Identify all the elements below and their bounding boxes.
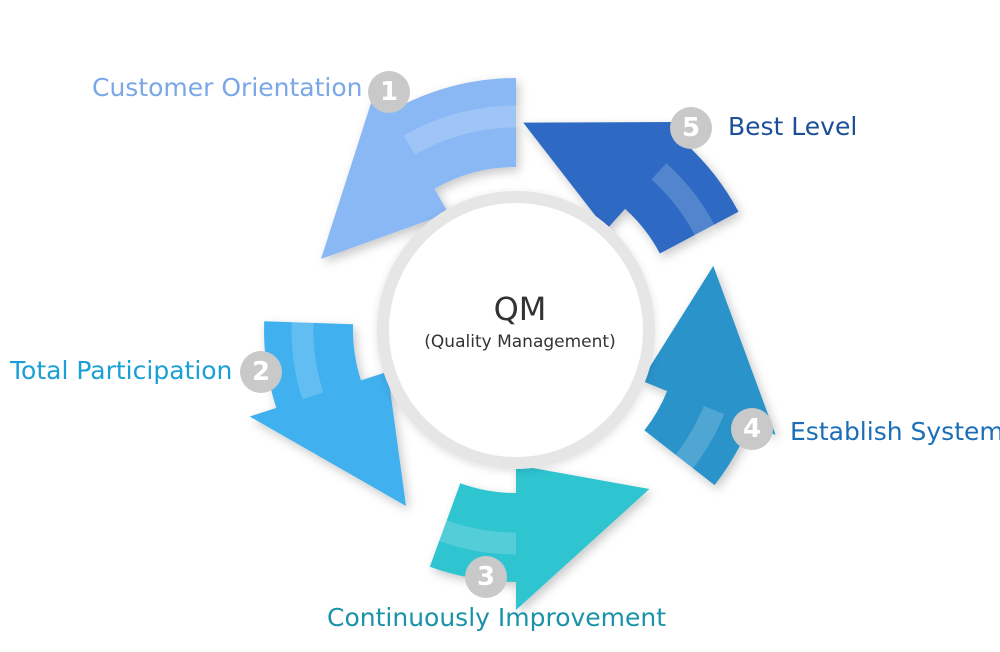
arrow-highlight-1 (403, 105, 524, 155)
arrow-step-1 (321, 78, 516, 259)
arrow-step-5 (523, 121, 739, 254)
step-2-badge: 2 (240, 351, 282, 393)
arrow-step-2 (249, 321, 406, 506)
step-4-badge: 4 (731, 408, 773, 450)
step-4-label: Establish System (790, 417, 1000, 446)
arrow-highlight-5 (651, 163, 718, 242)
step-5-badge: 5 (670, 107, 712, 149)
arrow-highlight-2 (291, 314, 324, 400)
step-5-label: Best Level (728, 112, 858, 141)
step-1-label: Customer Orientation (92, 73, 363, 102)
center-ring (377, 191, 655, 469)
step-3-badge: 3 (465, 556, 507, 598)
center-subtitle: (Quality Management) (424, 332, 616, 352)
step-2-label: Total Participation (10, 356, 233, 385)
center-title: QM (493, 290, 547, 328)
arrow-step-4 (641, 265, 776, 486)
arrow-highlight-4 (671, 405, 725, 475)
step-1-badge: 1 (368, 71, 410, 113)
step-3-label: Continuously Improvement (327, 603, 667, 632)
arrow-highlight-3 (431, 517, 517, 555)
